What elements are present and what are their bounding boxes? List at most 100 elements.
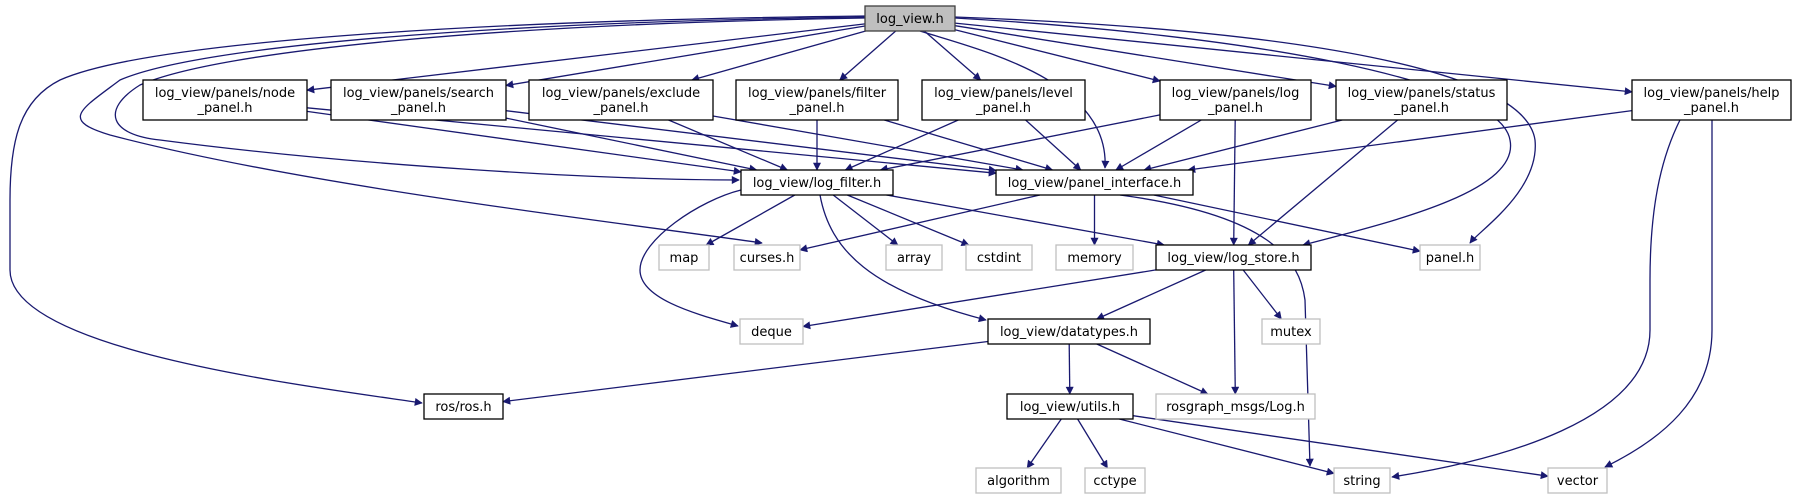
edge-level-panel-to-log-filter [844,119,959,171]
node-curses: curses.h [733,244,801,271]
node-label: array [897,251,931,266]
node-box [423,393,504,420]
edge-log-filter-to-array [832,194,899,246]
node-log-panel[interactable]: log_view/panels/log_panel.h [1159,79,1312,121]
node-box [1159,79,1312,121]
edge-log-filter-to-log-store [886,194,1165,248]
node-node-panel[interactable]: log_view/panels/node_panel.h [142,79,308,121]
node-ros[interactable]: ros/ros.h [423,393,504,420]
node-label: log_view/panel_interface.h [1008,176,1182,191]
node-label: string [1343,474,1380,489]
nodes-layer: log_view.hlog_view/panels/node_panel.hlo… [142,5,1792,494]
edge-log-filter-to-map [705,194,796,246]
node-box [1333,467,1391,494]
edge-log-view-to-log-panel [954,29,1161,84]
node-status-panel[interactable]: log_view/panels/status_panel.h [1335,79,1508,121]
node-label: curses.h [740,251,795,266]
edge-log-view-to-filter-panel [839,30,897,81]
node-box [740,169,894,196]
node-label: _panel.h [975,101,1031,116]
edge-log-panel-to-log-filter [879,114,1161,173]
edge-panel-interface-to-panel-h [1153,194,1421,254]
node-mutex: mutex [1261,318,1321,345]
edge-status-panel-to-panel-interface [1143,119,1343,173]
node-box [965,244,1033,271]
node-label: ros/ros.h [435,400,491,415]
node-box [975,467,1062,494]
node-exclude-panel[interactable]: log_view/panels/exclude_panel.h [528,79,714,121]
node-array: array [885,244,943,271]
node-box [1631,79,1792,121]
node-deque: deque [739,318,804,345]
edge-log-view-to-level-panel [923,30,982,81]
edge-search-panel-to-panel-interface [505,110,997,174]
node-datatypes[interactable]: log_view/datatypes.h [987,318,1151,345]
edge-help-panel-to-vector [1604,120,1713,468]
edge-log-view-to-ros [9,15,866,406]
node-box [987,318,1151,345]
node-label: log_view/utils.h [1020,400,1120,415]
node-label: log_view/panels/status [1348,86,1496,101]
node-label: log_view/log_store.h [1167,251,1299,266]
edge-log-panel-to-panel-interface [1115,119,1202,171]
edge-log-view-to-panel-h [954,16,1536,244]
node-label: _panel.h [1207,101,1263,116]
node-label: memory [1067,251,1122,266]
node-label: log_view/log_filter.h [753,176,881,191]
edge-datatypes-to-rosgraph [1096,343,1209,395]
edge-log-filter-to-datatypes [819,194,987,323]
node-box [1084,467,1146,494]
node-label: deque [751,325,792,340]
node-panel-interface[interactable]: log_view/panel_interface.h [995,169,1194,196]
node-label: cctype [1093,474,1136,489]
node-label: _panel.h [390,101,446,116]
node-label: _panel.h [197,101,253,116]
node-algorithm: algorithm [975,467,1062,494]
node-log-store[interactable]: log_view/log_store.h [1155,244,1312,271]
node-label: cstdint [977,251,1021,266]
node-box [739,318,804,345]
edge-level-panel-to-panel-interface [1025,119,1082,171]
node-log-view[interactable]: log_view.h [864,5,956,32]
edge-help-panel-to-panel-interface [1187,109,1633,174]
edge-utils-to-vector [1132,415,1549,480]
node-box [1419,244,1481,271]
edge-utils-to-string [1119,418,1335,476]
node-box [735,79,899,121]
node-map: map [658,244,710,271]
edge-log-view-to-status-panel [954,25,1337,90]
node-panel-h: panel.h [1419,244,1481,271]
node-box [995,169,1194,196]
node-utils[interactable]: log_view/utils.h [1006,393,1134,420]
edge-panel-interface-to-string [1119,194,1314,467]
node-filter-panel[interactable]: log_view/panels/filter_panel.h [735,79,899,121]
node-box [330,79,507,121]
edge-utils-to-algorithm [1026,418,1062,469]
node-label: algorithm [987,474,1050,489]
edge-log-store-to-mutex [1242,269,1282,320]
node-label: log_view/panels/exclude [542,86,700,101]
node-cstdint: cstdint [965,244,1033,271]
node-memory: memory [1055,244,1134,271]
node-label: map [670,251,699,266]
node-label: log_view/panels/search [343,86,494,101]
node-box [1155,393,1316,420]
node-help-panel[interactable]: log_view/panels/help_panel.h [1631,79,1792,121]
node-log-filter[interactable]: log_view/log_filter.h [740,169,894,196]
edge-log-view-to-exclude-panel [691,30,866,82]
node-level-panel[interactable]: log_view/panels/level_panel.h [921,79,1086,121]
node-label: vector [1557,474,1599,489]
edge-log-filter-to-deque [639,189,742,328]
node-label: log_view.h [876,12,943,27]
node-label: rosgraph_msgs/Log.h [1166,400,1305,415]
edge-log-view-to-log-filter [114,17,866,184]
edge-exclude-panel-to-log-filter [668,119,789,171]
node-box [1261,318,1321,345]
edge-panel-interface-to-curses [799,194,1041,253]
node-search-panel[interactable]: log_view/panels/search_panel.h [330,79,507,121]
node-box [1055,244,1134,271]
node-cctype: cctype [1084,467,1146,494]
edge-log-view-to-help-panel [954,22,1633,96]
node-box [1006,393,1134,420]
